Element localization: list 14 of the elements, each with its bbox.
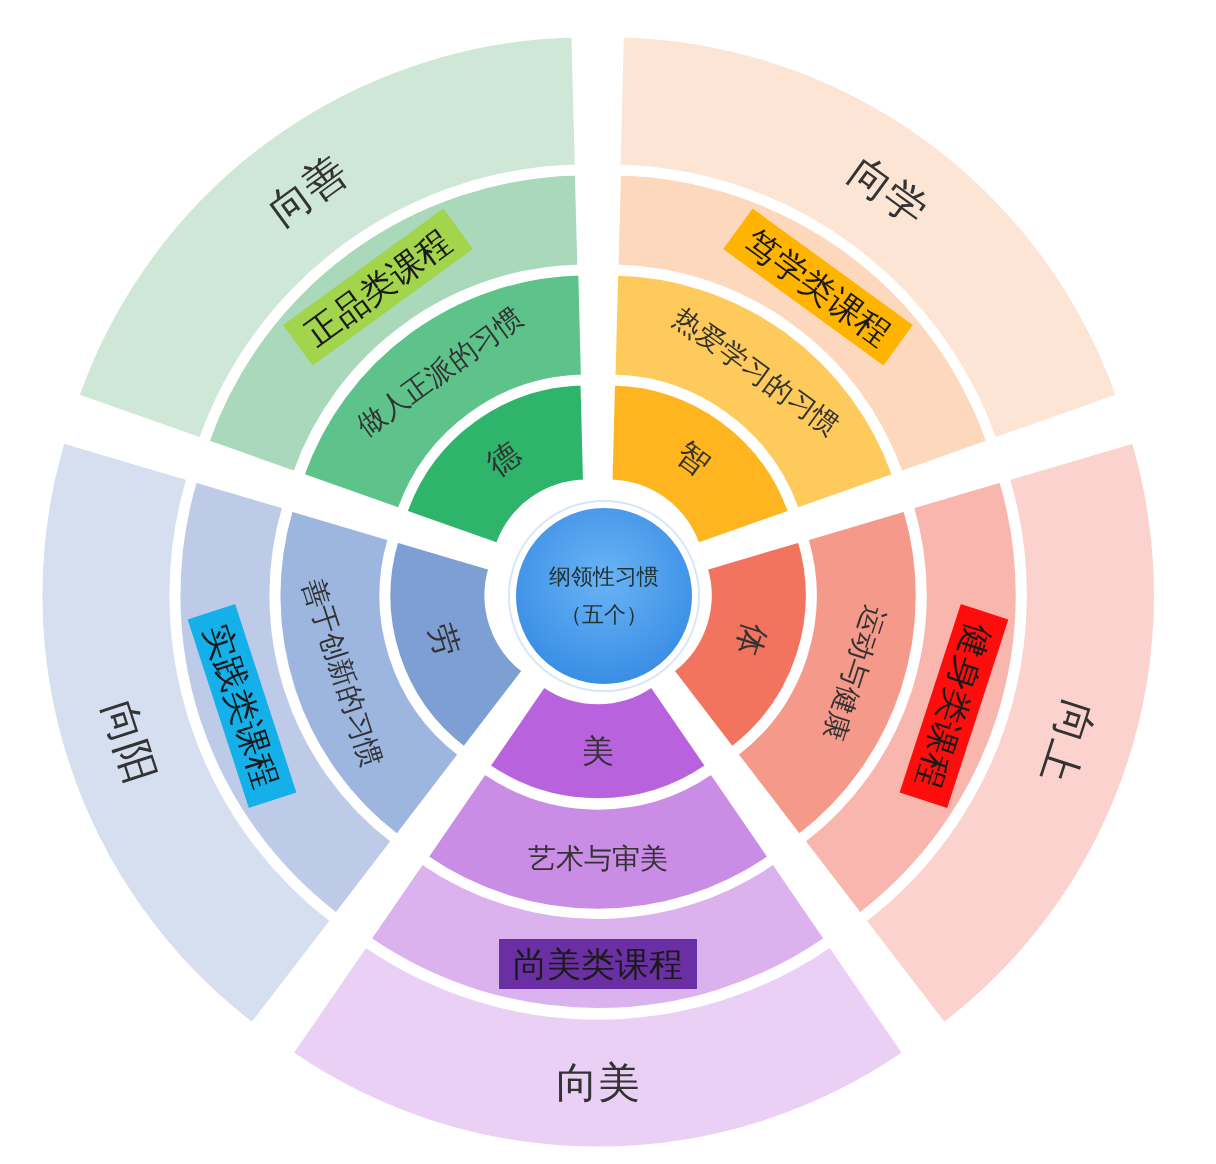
goal-text: 向上 (1033, 695, 1100, 789)
habit-text: 运动与健康 (818, 602, 889, 744)
center-text: 纲领性习惯 (549, 563, 659, 591)
core-value-text: 智 (670, 437, 716, 482)
center-text: （五个） (560, 601, 648, 629)
core-value-text: 体 (731, 619, 772, 661)
core-value-text: 美 (582, 735, 614, 768)
core-value-text: 德 (480, 437, 526, 482)
goal-text: 向阳 (96, 695, 163, 789)
habit-text: 善于创新的习惯 (298, 575, 386, 771)
core-value-text: 劳 (424, 619, 465, 661)
course-label: 尚美类课程 (499, 939, 697, 989)
habit-text: 艺术与审美 (528, 845, 668, 873)
goal-text: 向美 (556, 1062, 640, 1104)
